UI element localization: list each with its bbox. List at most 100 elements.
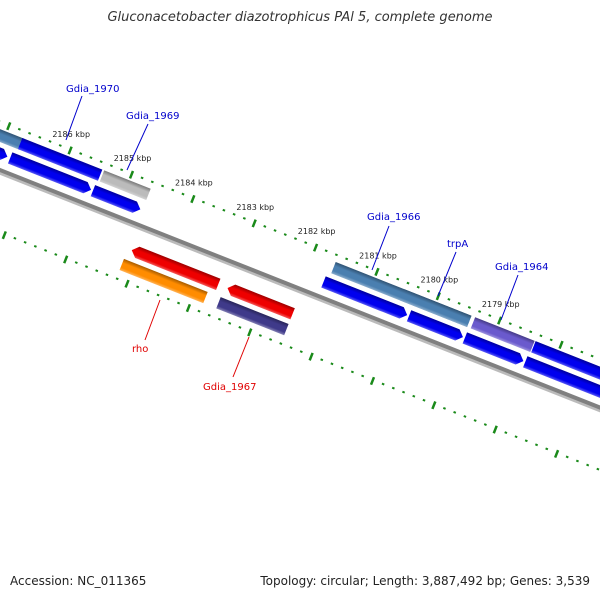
minor-tick [212, 204, 216, 208]
minor-tick [171, 188, 175, 192]
tick-label: 2182 kbp [298, 227, 336, 236]
minor-tick [228, 321, 232, 325]
gene-shading [470, 317, 535, 352]
backbone [0, 149, 600, 469]
gene-label[interactable]: Gdia_1964 [495, 262, 548, 273]
gene-gdia_1967[interactable] [216, 297, 289, 336]
gene-label[interactable]: Gdia_1966 [367, 212, 420, 223]
gene-gene-inner-1[interactable] [7, 152, 93, 195]
gene-gdia_1970[interactable] [17, 137, 103, 181]
minor-tick [146, 289, 150, 293]
minor-tick [156, 293, 160, 297]
minor-tick [514, 435, 518, 439]
gene-shading [400, 289, 472, 327]
minor-tick [442, 406, 446, 410]
gene-rho-partner[interactable] [130, 245, 221, 290]
minor-tick [406, 281, 410, 285]
minor-tick [324, 249, 328, 253]
minor-tick [95, 269, 99, 273]
minor-tick [524, 439, 528, 443]
minor-tick [386, 273, 390, 277]
minor-tick [273, 229, 277, 232]
minor-tick [488, 314, 492, 317]
tick-label: 2184 kbp [175, 178, 213, 187]
major-tick [247, 328, 253, 337]
minor-tick [575, 459, 579, 463]
gene-gene-inner-6[interactable] [523, 356, 600, 412]
minor-tick [304, 241, 308, 245]
gene-label[interactable]: Gdia_1970 [66, 84, 119, 95]
minor-tick [166, 297, 170, 301]
gene-label[interactable]: trpA [447, 239, 468, 250]
minor-tick [279, 342, 283, 345]
minor-tick [483, 423, 487, 426]
minor-tick [549, 338, 553, 342]
minor-tick [13, 236, 17, 240]
map-title: Gluconacetobacter diazotrophicus PAl 5, … [107, 10, 493, 25]
label-leader-line [500, 274, 519, 321]
minor-tick [381, 382, 385, 386]
backbone-shadow [0, 152, 600, 469]
minor-tick [17, 127, 21, 131]
gene-label[interactable]: Gdia_1969 [126, 111, 179, 122]
minor-tick [181, 192, 185, 196]
minor-tick [140, 176, 144, 180]
minor-tick [586, 463, 590, 467]
minor-tick [478, 310, 482, 313]
gene-shading [216, 297, 289, 336]
gene-gene-inner-4[interactable] [406, 310, 465, 343]
gene-gene-inner-3[interactable] [321, 276, 409, 320]
minor-tick [54, 253, 58, 256]
gene-shading [90, 185, 141, 213]
minor-tick [23, 240, 27, 244]
minor-tick [79, 152, 83, 155]
gene-gene-outer-right[interactable] [531, 341, 600, 397]
gene-label[interactable]: rho [132, 344, 148, 355]
major-tick [185, 303, 192, 313]
major-tick [190, 194, 196, 204]
minor-tick [217, 317, 221, 321]
gene-gene-left-edge-outer[interactable] [0, 127, 25, 150]
minor-tick [570, 346, 574, 350]
major-tick [431, 401, 437, 410]
minor-tick [467, 306, 471, 309]
minor-tick [330, 362, 334, 366]
minor-tick [580, 350, 584, 354]
minor-tick [412, 394, 416, 398]
label-leader-line [437, 251, 457, 297]
minor-tick [105, 273, 109, 277]
gene-trpa[interactable] [400, 289, 472, 327]
gene-shading [523, 356, 600, 410]
minor-tick [38, 135, 42, 139]
minor-tick [447, 297, 451, 301]
gene-gdia_1969[interactable] [99, 170, 151, 200]
minor-tick [89, 156, 93, 159]
gene-gdia_1964[interactable] [470, 317, 535, 352]
major-tick [128, 170, 135, 179]
major-tick [553, 449, 560, 459]
minor-tick [355, 261, 359, 265]
minor-tick [177, 301, 181, 305]
gene-shading [0, 127, 25, 150]
gene-rho[interactable] [119, 258, 208, 304]
minor-tick [320, 358, 324, 362]
major-tick [67, 146, 73, 155]
gene-label[interactable]: Gdia_1967 [203, 382, 256, 393]
minor-tick [596, 467, 600, 471]
minor-tick [197, 309, 201, 313]
gene-gene-inner-2[interactable] [90, 185, 143, 215]
minor-tick [463, 415, 467, 418]
minor-tick [44, 249, 48, 252]
minor-tick [416, 285, 420, 289]
gene-gene-left-edge-inner[interactable] [0, 143, 10, 162]
tick-label: 2179 kbp [482, 300, 520, 309]
minor-tick [115, 277, 119, 281]
gene-gene-inner-5[interactable] [462, 332, 526, 366]
minor-tick [258, 334, 262, 337]
major-tick [492, 425, 498, 434]
minor-tick [340, 366, 344, 370]
backbone-line [0, 149, 600, 467]
gene-gene-rev-red-2[interactable] [225, 282, 295, 320]
minor-tick [136, 285, 140, 289]
